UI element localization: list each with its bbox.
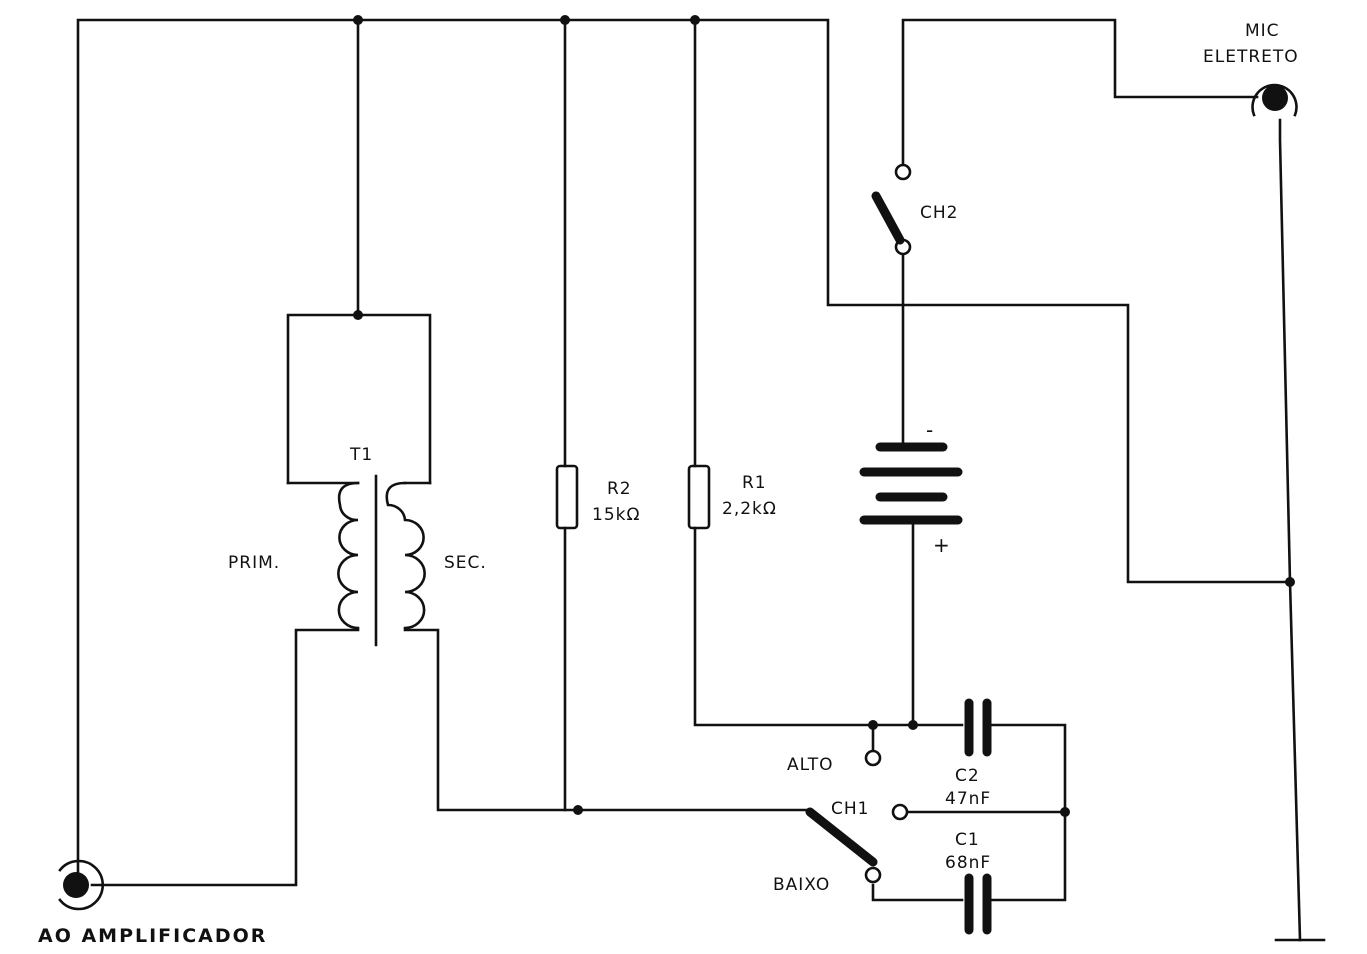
label-c1-value: 68nF bbox=[945, 853, 991, 873]
labels: MIC ELETRETO CH2 T1 PRIM. SEC. R2 15kΩ R… bbox=[38, 21, 1299, 947]
mic-jack bbox=[1251, 83, 1298, 117]
label-r2-name: R2 bbox=[607, 479, 632, 499]
label-alto: ALTO bbox=[787, 755, 834, 775]
label-ch2: CH2 bbox=[920, 203, 958, 223]
battery bbox=[859, 442, 963, 525]
label-sec: SEC. bbox=[444, 553, 487, 573]
switch-ch1 bbox=[805, 749, 909, 884]
label-battery-plus: + bbox=[933, 533, 950, 557]
junctions bbox=[353, 15, 1295, 817]
label-eletreto: ELETRETO bbox=[1203, 47, 1299, 67]
transformer-t1 bbox=[337, 474, 426, 647]
label-baixo: BAIXO bbox=[773, 875, 830, 895]
label-c1-name: C1 bbox=[955, 830, 980, 850]
resistor-r2 bbox=[555, 464, 579, 530]
label-mic: MIC bbox=[1245, 21, 1280, 41]
label-prim: PRIM. bbox=[228, 553, 280, 573]
output-jack bbox=[58, 859, 104, 911]
capacitor-c1 bbox=[964, 873, 992, 935]
label-r2-value: 15kΩ bbox=[592, 505, 640, 525]
label-battery-minus: - bbox=[926, 418, 933, 442]
switch-ch2 bbox=[871, 163, 912, 256]
label-output: AO AMPLIFICADOR bbox=[38, 925, 267, 947]
label-r1-name: R1 bbox=[742, 473, 767, 493]
label-t1: T1 bbox=[349, 445, 373, 465]
label-c2-value: 47nF bbox=[945, 789, 991, 809]
wires bbox=[76, 18, 1326, 942]
label-c2-name: C2 bbox=[955, 766, 980, 786]
label-r1-value: 2,2kΩ bbox=[722, 499, 777, 519]
resistor-r1 bbox=[687, 464, 711, 530]
label-ch1: CH1 bbox=[831, 799, 869, 819]
capacitor-c2 bbox=[964, 698, 992, 757]
